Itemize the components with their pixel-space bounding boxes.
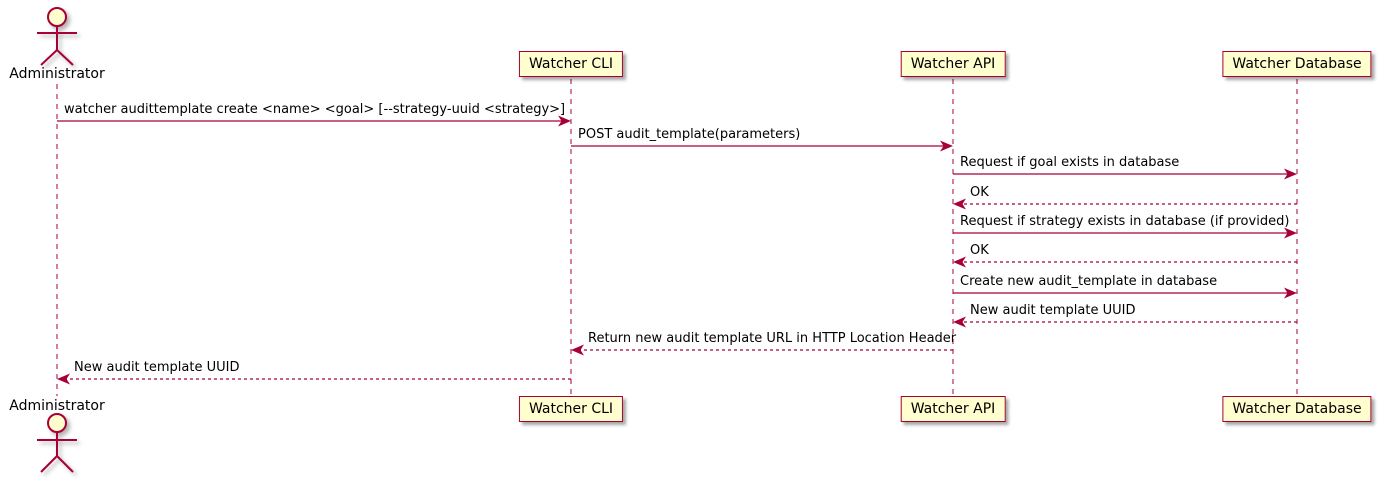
actor-figure-top <box>37 7 77 66</box>
actor-head-icon <box>47 7 67 27</box>
actor-label-bottom: Administrator <box>9 398 105 414</box>
message-label-4: OK <box>970 185 989 200</box>
participant-label: Watcher CLI <box>528 401 614 417</box>
arrowhead-icon-10 <box>57 373 70 385</box>
arrowhead-icon-9 <box>571 344 584 356</box>
message-label-10: New audit template UUID <box>74 360 240 375</box>
participant-box-watcher-database-top: Watcher Database <box>1222 51 1372 77</box>
actor-figure-bottom <box>37 413 77 473</box>
arrowhead-icon-6 <box>953 256 966 268</box>
participant-box-watcher-cli-top: Watcher CLI <box>518 51 624 77</box>
message-label-6: OK <box>970 243 989 258</box>
actor-label-top: Administrator <box>9 66 105 82</box>
message-label-7: Create new audit_template in database <box>960 274 1218 289</box>
participant-box-watcher-cli-bottom: Watcher CLI <box>518 396 624 422</box>
participant-box-watcher-database-bottom: Watcher Database <box>1222 396 1372 422</box>
arrowhead-icon-5 <box>1284 227 1297 239</box>
participant-label: Watcher Database <box>1232 401 1362 417</box>
participant-label: Watcher API <box>910 401 996 417</box>
arrowhead-icon-4 <box>953 198 966 210</box>
arrowhead-icon-8 <box>953 316 966 328</box>
participant-box-watcher-api-bottom: Watcher API <box>900 396 1006 422</box>
arrowhead-icon-7 <box>1284 287 1297 299</box>
arrowhead-icon-2 <box>940 140 953 152</box>
message-label-3: Request if goal exists in database <box>960 155 1180 170</box>
participant-label: Watcher Database <box>1232 56 1362 72</box>
message-label-2: POST audit_template(parameters) <box>578 127 801 142</box>
arrowhead-icon-1 <box>558 115 571 127</box>
message-label-5: Request if strategy exists in database (… <box>960 214 1290 229</box>
participant-box-watcher-api-top: Watcher API <box>900 51 1006 77</box>
actor-head-icon <box>47 413 67 433</box>
arrowhead-icon-3 <box>1284 168 1297 180</box>
message-label-9: Return new audit template URL in HTTP Lo… <box>588 331 957 346</box>
participant-label: Watcher CLI <box>528 56 614 72</box>
participant-label: Watcher API <box>910 56 996 72</box>
message-label-1: watcher audittemplate create <name> <goa… <box>64 102 566 117</box>
message-label-8: New audit template UUID <box>970 303 1136 318</box>
